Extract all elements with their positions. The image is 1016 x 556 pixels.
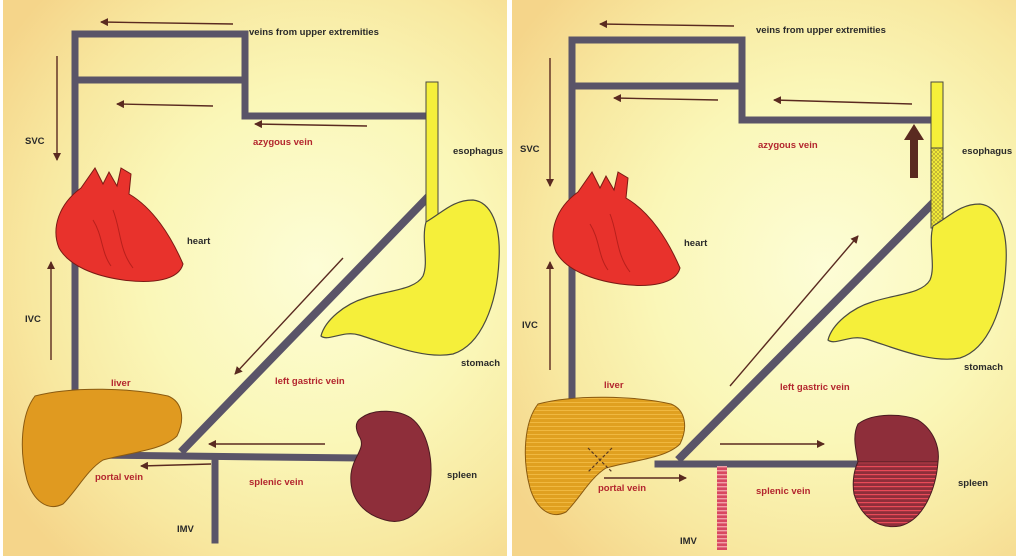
label-esophagus: esophagus [962,146,1012,157]
label-ivc: IVC [522,320,538,331]
spleen [351,411,431,521]
label-esophagus: esophagus [453,146,503,157]
label-spleen: spleen [447,470,477,481]
label-azygous-vein: azygous vein [758,140,818,151]
label-splenic-vein: splenic vein [756,486,810,497]
label-stomach: stomach [964,362,1003,373]
splenic-vein [91,455,358,458]
label-liver: liver [111,378,131,389]
label-spleen: spleen [958,478,988,489]
arrow-esophagus-up [904,124,924,178]
label-imv: IMV [177,524,194,535]
label-liver: liver [604,380,624,391]
venous-diagram-normal [3,0,507,556]
esophagus [426,82,438,224]
label-splenic-vein: splenic vein [249,477,303,488]
normal-circulation-panel: veins from upper extremities azygous vei… [3,0,507,556]
esophagus-varices [931,148,943,228]
imv-vein [717,466,727,550]
label-left-gastric-vein: left gastric vein [780,382,850,393]
label-veins-upper-extremities: veins from upper extremities [756,25,886,36]
arrow-upper-extremities [600,24,734,26]
arrow-left-gastric-up [730,236,858,386]
arrow-portal-left [141,464,211,466]
svc-vein [572,40,932,200]
liver [22,389,181,506]
label-veins-upper-extremities: veins from upper extremities [249,27,379,38]
label-heart: heart [187,236,210,247]
venous-diagram-reversed [512,0,1016,556]
label-stomach: stomach [461,358,500,369]
arrow-azygous [774,100,912,104]
esophagus-upper [931,82,943,148]
arrow-azygous [255,124,367,126]
label-azygous-vein: azygous vein [253,137,313,148]
portal-hypertension-panel: veins from upper extremities azygous vei… [512,0,1016,556]
arrow-upper-crossbar [117,104,213,106]
spleen [853,415,938,526]
label-svc: SVC [520,144,540,155]
arrow-upper-crossbar [614,98,718,100]
label-ivc: IVC [25,314,41,325]
label-left-gastric-vein: left gastric vein [275,376,345,387]
label-heart: heart [684,238,707,249]
label-portal-vein: portal vein [598,483,646,494]
arrow-upper-extremities [101,22,233,24]
arrow-left-gastric-down [235,258,343,374]
label-svc: SVC [25,136,45,147]
label-imv: IMV [680,536,697,547]
label-portal-vein: portal vein [95,472,143,483]
